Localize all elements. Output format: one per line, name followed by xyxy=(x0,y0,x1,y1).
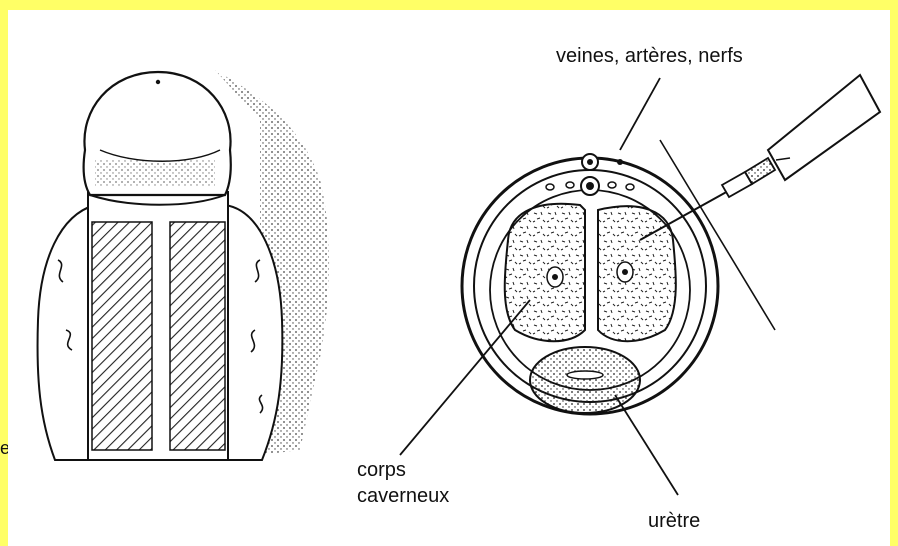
leader-urethra xyxy=(615,395,678,495)
corpus-spongiosum xyxy=(530,347,640,413)
leader-vessels xyxy=(620,78,660,150)
urethra-lumen xyxy=(567,371,603,379)
cross-section xyxy=(400,75,880,495)
corpus-left-hatched xyxy=(92,222,152,450)
corpus-right-hatched xyxy=(170,222,225,450)
label-corps-line1: corps xyxy=(357,458,406,482)
label-corps-line2: caverneux xyxy=(357,484,449,508)
label-vessels: veines, artères, nerfs xyxy=(556,44,743,68)
meatus xyxy=(156,80,160,84)
label-urethra: urètre xyxy=(648,509,700,533)
corpus-cavernosum-left xyxy=(505,204,585,341)
skin-left xyxy=(38,205,95,460)
stray-glyph: e xyxy=(0,438,8,459)
syringe-barrel xyxy=(768,75,880,180)
penis-side-view xyxy=(38,70,330,460)
